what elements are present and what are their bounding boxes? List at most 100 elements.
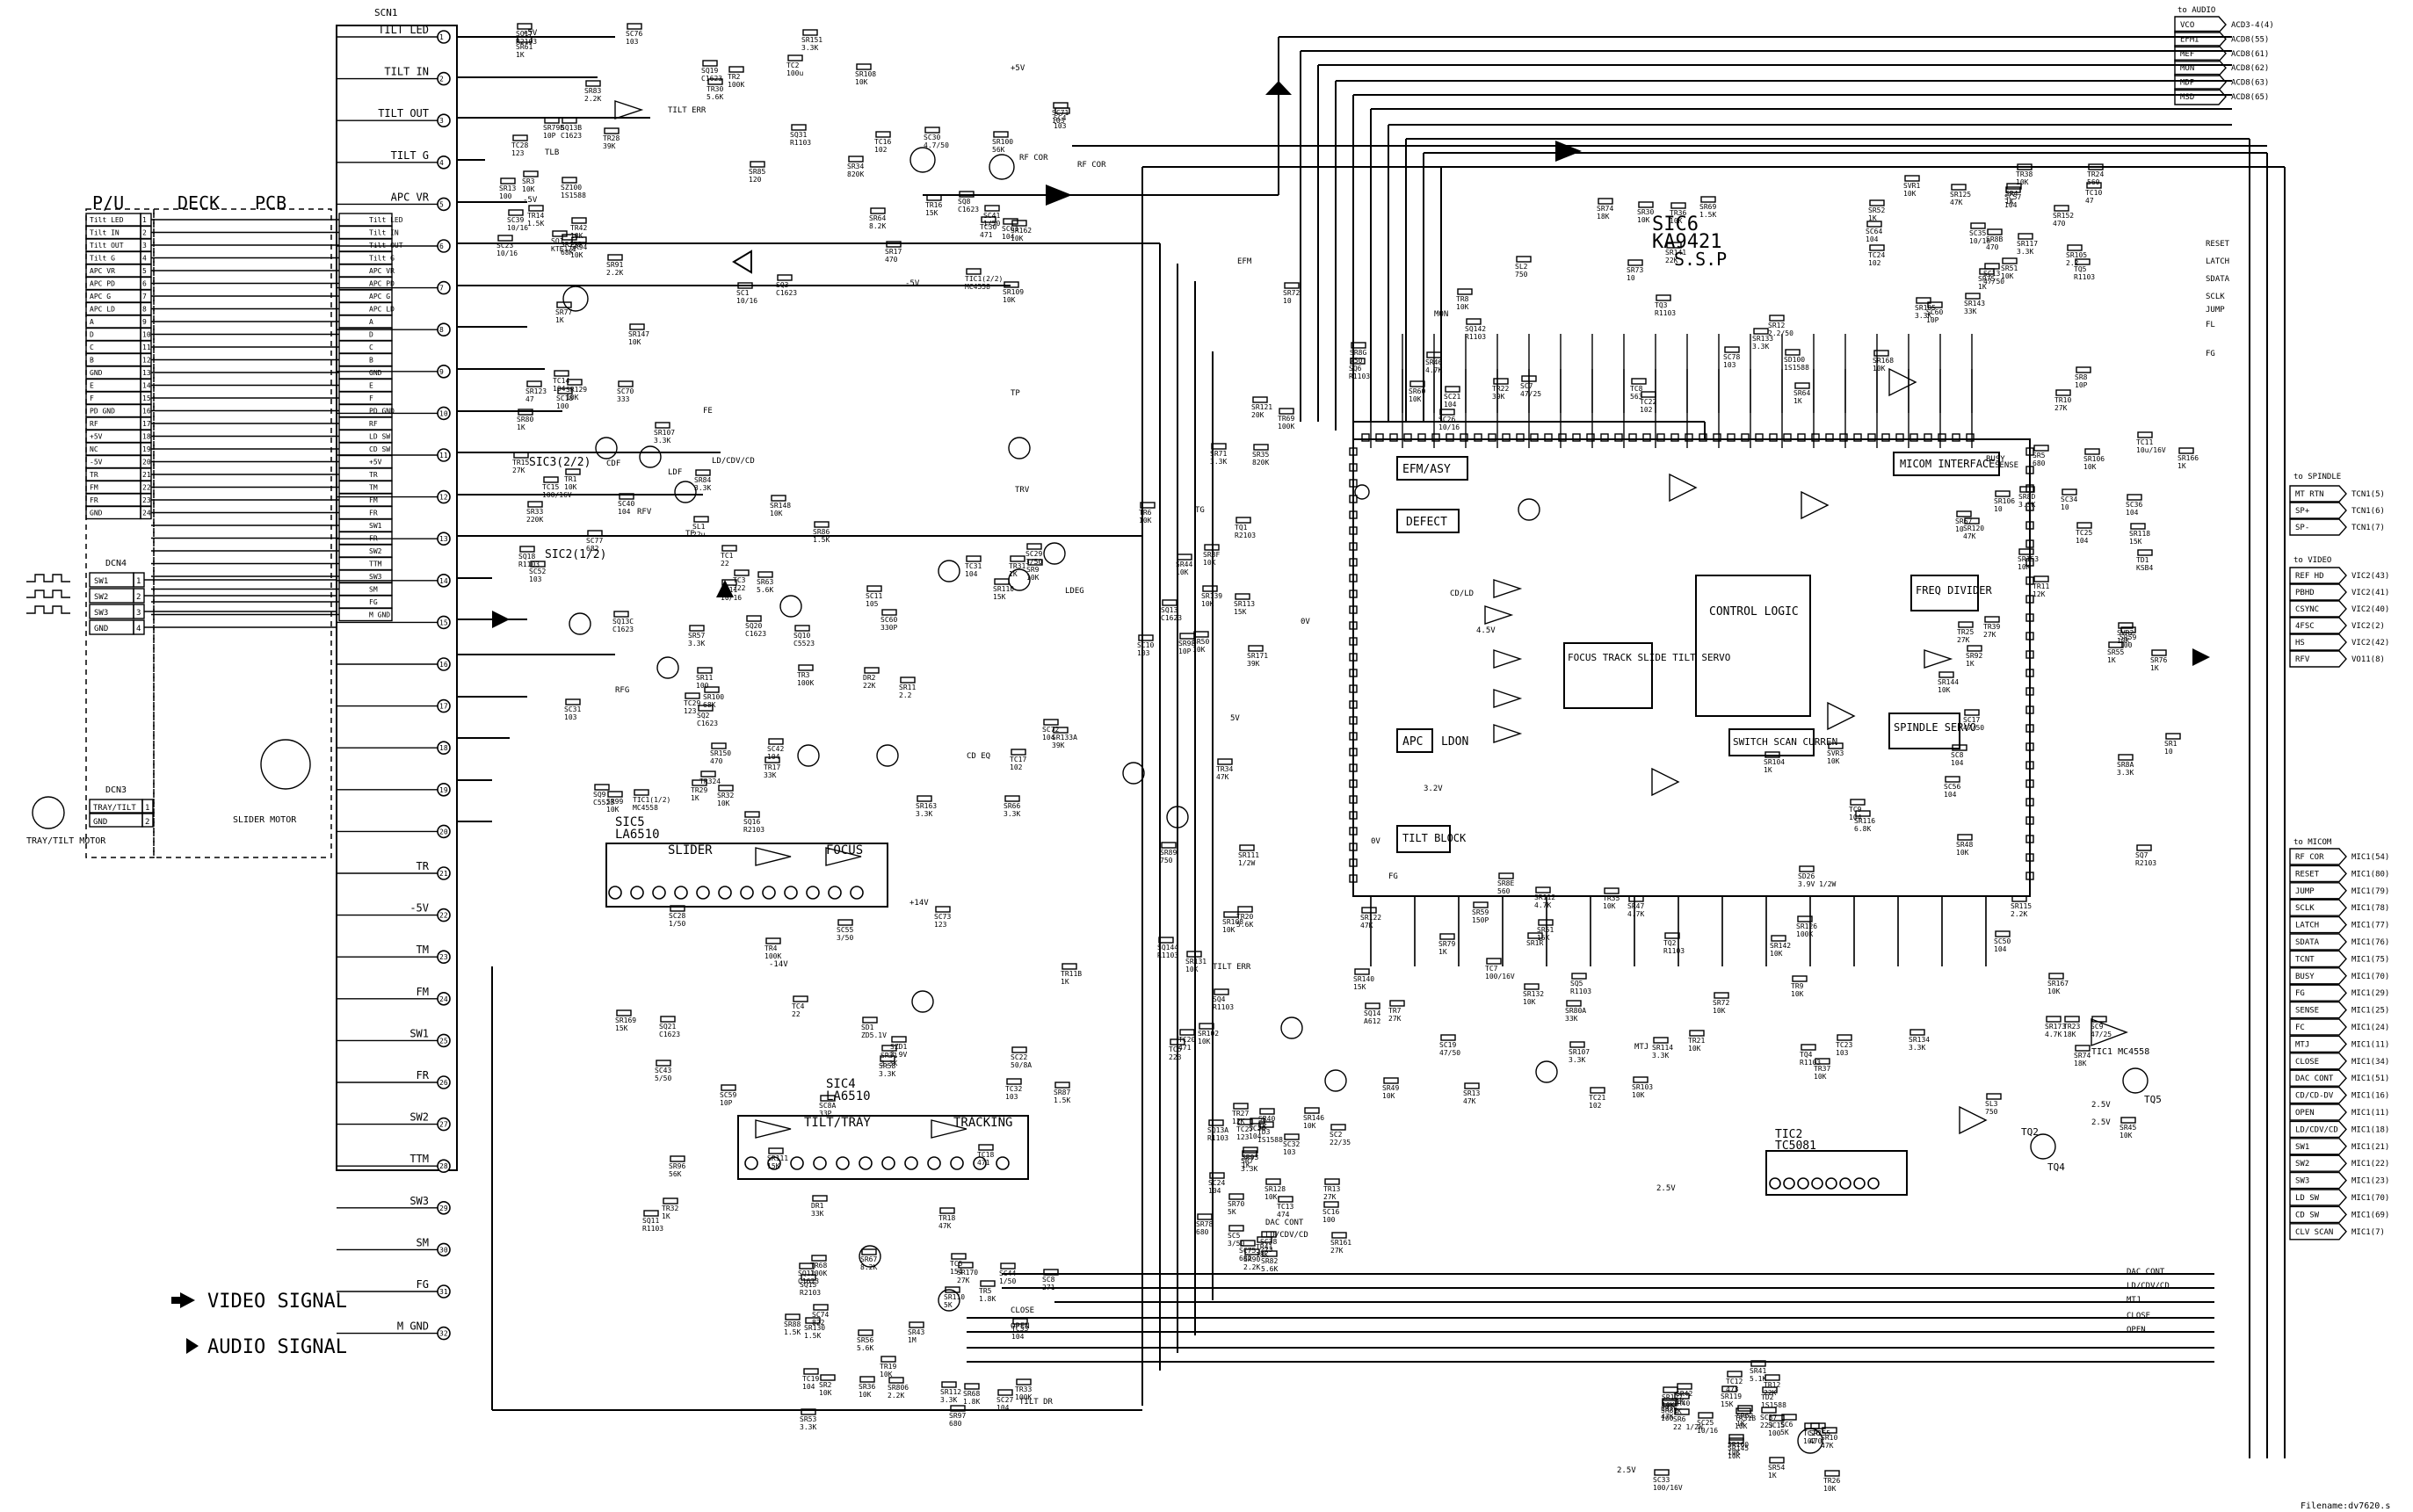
component-ref: SC6 [1780,1421,1793,1429]
pu-row-pin: 16 [142,408,151,416]
component-ref: SR86 [813,528,830,536]
component-ref: TQ3 [1655,301,1668,309]
pu-row-pin: 17 [142,420,151,428]
component-value: R1103 [642,1225,663,1233]
component-value: 1S1588 [1761,1401,1786,1409]
component-value: 10K [1456,303,1469,311]
component-ref: TC9 [1849,806,1862,814]
wiring [32,25,2286,1458]
component-value: R1103 [1655,309,1676,317]
net-label: LD/CDV/CD [1265,1231,1308,1240]
component-value: 1/50 [983,220,1000,228]
component-ref: SR34 [847,163,864,170]
micom-out-signal: TCNT [2295,955,2315,964]
component-value: 1K [516,51,525,59]
scn1-pin-number: 2 [439,76,444,83]
pu-row-pin: 13 [142,369,151,377]
net-label: CD EQ [967,752,990,761]
component-value: 3.3K [2117,769,2134,777]
component-value: MC4558 [965,283,990,291]
component-value: 33K [811,1210,824,1218]
component-value: 103 [529,575,542,583]
scn1-pin-number: 6 [439,242,444,250]
deck-row-label: F [369,394,373,402]
component-ref: SR55 [2107,648,2124,656]
pu-row-label: Tilt OUT [90,242,124,250]
pu-row-label: C [90,344,94,351]
component-value: R2103 [800,1289,821,1297]
scn1-pin-label: -5V [409,902,429,915]
component-value: 47/25 [2091,1031,2112,1038]
component-ref: TR8 [1456,295,1469,303]
deck-row-label: C [369,344,373,351]
component-ref: SR109 [1003,288,1024,296]
dcn4-pin-label: GND [94,625,108,633]
deck-row-label: B [369,357,373,365]
component-value: 3/50 [837,934,853,942]
component-value: 2.2/50 [1768,329,1793,337]
component-ref: SR107 [654,429,675,437]
component-value: 10P [1178,647,1192,655]
pu-row-pin: 5 [142,267,147,275]
component-value: 47K [1360,922,1373,930]
slider-motor-label: SLIDER MOTOR [233,815,297,825]
component-ref: SR64 [1793,389,1810,397]
component-value: 33K [1964,307,1977,315]
component-value: 2.2K [1243,1263,1260,1271]
component-ref: TR28 [603,134,620,142]
component-value: 5.6K [1236,921,1253,929]
pu-row-pin: 15 [142,394,151,402]
component-ref: TC18 [977,1151,994,1159]
scn1-pin-number: 4 [439,159,444,167]
component-ref: SR8G [1350,349,1366,357]
component-value: 10K [570,251,583,259]
component-ref: SR10 [1821,1434,1837,1442]
pu-row-pin: 24 [142,510,151,517]
component-ref: TC27 [1236,1125,1253,1133]
component-ref: SR6 [1673,1415,1686,1423]
micom-out-destination: MIC1(80) [2351,870,2389,879]
component-value: 682 [586,545,599,553]
scn1-pin-label: M GND [397,1320,429,1333]
sic4-part: LA6510 [826,1089,871,1103]
component-ref: SR35 [1252,451,1269,459]
pu-row-pin: 2 [142,229,147,237]
component-ref: TR9 [1791,982,1804,990]
scn1-pin-label: TR [417,860,430,872]
component-value: 4.7K [1627,910,1644,918]
tq2-label: TQ2 [2021,1126,2039,1138]
component-value: R2103 [743,826,764,834]
component-ref: TR16 [925,201,942,209]
component-value: 39K [1492,393,1505,401]
component-value: 10K [570,232,583,240]
component-value: 10K [1026,574,1040,582]
component-ref: SC31 [564,705,581,713]
pu-row-label: APC LD [90,306,115,314]
component-value: 22 [792,1010,801,1018]
component-ref: SR128 [1264,1185,1286,1193]
component-ref: SR92 [1966,652,1982,660]
component-ref: SQ13B [561,124,582,132]
component-ref: SR104 [1764,758,1785,766]
component-value: 1.8K [979,1295,996,1303]
component-ref: SVR2 [2117,629,2134,637]
apc-label: APC [1402,735,1423,749]
component-value: 1.5K [813,536,830,544]
micom-out-destination: MIC1(51) [2351,1074,2389,1083]
deck-row-label: Tilt LED [369,216,403,224]
component-ref: SR129 [566,386,587,394]
scn1-pin-number: 26 [439,1079,448,1087]
pu-row-label: Tilt LED [90,216,124,224]
tracking-label: TRACKING [953,1116,1012,1130]
component-value: 10K [2117,637,2130,645]
component-ref: TR27 [1232,1110,1249,1118]
component-ref: SQ9 [593,791,606,799]
micom-out-signal: CLV SCAN [2295,1228,2333,1237]
deck-row-label: M GND [369,611,390,619]
component-ref: TR15 [512,459,529,467]
component-ref: TR42 [570,224,587,232]
component-ref: SC4 [1054,114,1067,122]
scn1-pin-number: 22 [439,912,448,920]
component-ref: SC39 [507,216,524,224]
component-ref: SR121 [1251,403,1272,411]
